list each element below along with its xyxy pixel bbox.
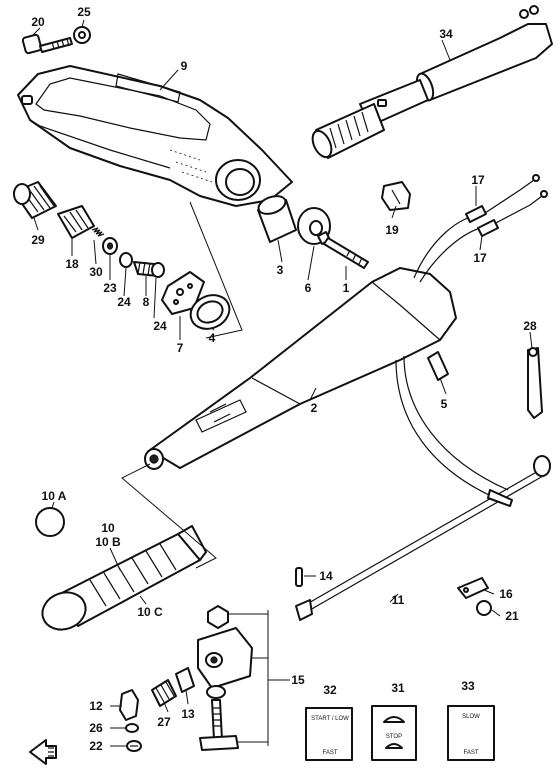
- label-27: 27: [157, 715, 171, 729]
- label-14: 14: [319, 569, 333, 583]
- pin-5: [427, 351, 449, 381]
- label-4: 4: [209, 331, 216, 345]
- label-6: 6: [305, 281, 312, 295]
- label-10b: 10 B: [95, 535, 121, 549]
- turtle-icon: [383, 716, 405, 723]
- label-7: 7: [177, 341, 184, 355]
- tiller-bracket-9: [17, 65, 293, 207]
- label-18: 18: [65, 257, 79, 271]
- label-10a: 10 A: [42, 489, 67, 503]
- label-11: 11: [392, 593, 405, 607]
- cap-18: [57, 205, 95, 239]
- nut-top-15: [207, 605, 229, 629]
- knob-12: [119, 689, 139, 721]
- bolt-1: [317, 231, 369, 269]
- label-13: 13: [181, 707, 195, 721]
- cap-10a: [35, 507, 65, 537]
- grip-cover-29: [13, 181, 57, 219]
- cable-clamp-28: [527, 347, 543, 419]
- screw-22: [126, 740, 142, 752]
- wing-bolt-15: [199, 699, 239, 751]
- washer-23: [102, 237, 118, 255]
- label-10c: 10 C: [137, 605, 163, 619]
- spring-30: [91, 227, 105, 237]
- washer-15: [206, 685, 226, 699]
- label-32: 32: [323, 683, 337, 697]
- label-17-bottom: 17: [473, 251, 487, 265]
- washer-25: [73, 26, 91, 44]
- label-34: 34: [439, 27, 453, 41]
- pin-14: [295, 567, 303, 587]
- decal-33-top-text: SLOW: [462, 714, 480, 720]
- label-22: 22: [89, 739, 103, 753]
- decal-33: SLOW FAST: [447, 705, 495, 761]
- label-24-right: 24: [153, 319, 167, 333]
- bushing-3: [257, 195, 297, 243]
- decal-31: STOP: [371, 705, 417, 761]
- decal-32: START / LOW FAST: [305, 707, 353, 761]
- washer-24-a: [119, 252, 133, 268]
- label-12: 12: [89, 699, 103, 713]
- label-28: 28: [523, 319, 537, 333]
- label-8: 8: [143, 295, 150, 309]
- label-33: 33: [461, 679, 475, 693]
- label-16: 16: [499, 587, 513, 601]
- leader-lines: [31, 19, 533, 747]
- throttle-cables-17: [413, 174, 548, 283]
- decal-31-top-text: STOP: [386, 734, 402, 740]
- cable-plate-16: [457, 577, 489, 599]
- throttle-housing-34: [311, 5, 553, 159]
- direction-arrow-icon: [29, 739, 57, 765]
- guide-lines: [121, 201, 243, 569]
- rabbit-icon: [385, 743, 403, 749]
- label-26: 26: [89, 721, 103, 735]
- stop-cable-11: [295, 355, 551, 621]
- label-2: 2: [311, 401, 318, 415]
- spring-27: [151, 679, 177, 707]
- washer-26: [125, 723, 139, 733]
- label-10: 10: [101, 521, 115, 535]
- label-19: 19: [385, 223, 399, 237]
- label-17-top: 17: [471, 173, 485, 187]
- label-20: 20: [31, 15, 45, 29]
- label-3: 3: [277, 263, 284, 277]
- label-1: 1: [343, 281, 350, 295]
- label-25: 25: [77, 5, 91, 19]
- bolt-20: [21, 33, 73, 55]
- label-9: 9: [181, 59, 188, 73]
- label-29: 29: [31, 233, 45, 247]
- ring-4: [189, 294, 231, 330]
- friction-block-15: [197, 627, 253, 689]
- washer-24-b: [151, 262, 165, 278]
- decal-32-bottom-text: FAST: [322, 750, 337, 756]
- callout-labels: 20 25 9 34 17 19 17 1 6 3 28 5 2 4 7 24 …: [31, 5, 537, 753]
- clip-bracket-19: [381, 181, 411, 211]
- label-5: 5: [441, 397, 448, 411]
- throttle-grip-10: [41, 525, 207, 631]
- label-23: 23: [103, 281, 117, 295]
- pin-13: [175, 667, 195, 693]
- label-30: 30: [89, 265, 103, 279]
- label-21: 21: [505, 609, 519, 623]
- decal-32-top-text: START / LOW: [311, 716, 349, 722]
- label-15: 15: [291, 673, 305, 687]
- label-31: 31: [391, 681, 405, 695]
- screw-21: [476, 600, 492, 616]
- tiller-handle-2: [144, 267, 457, 470]
- decal-33-bottom-text: FAST: [463, 750, 478, 756]
- label-24-left: 24: [117, 295, 131, 309]
